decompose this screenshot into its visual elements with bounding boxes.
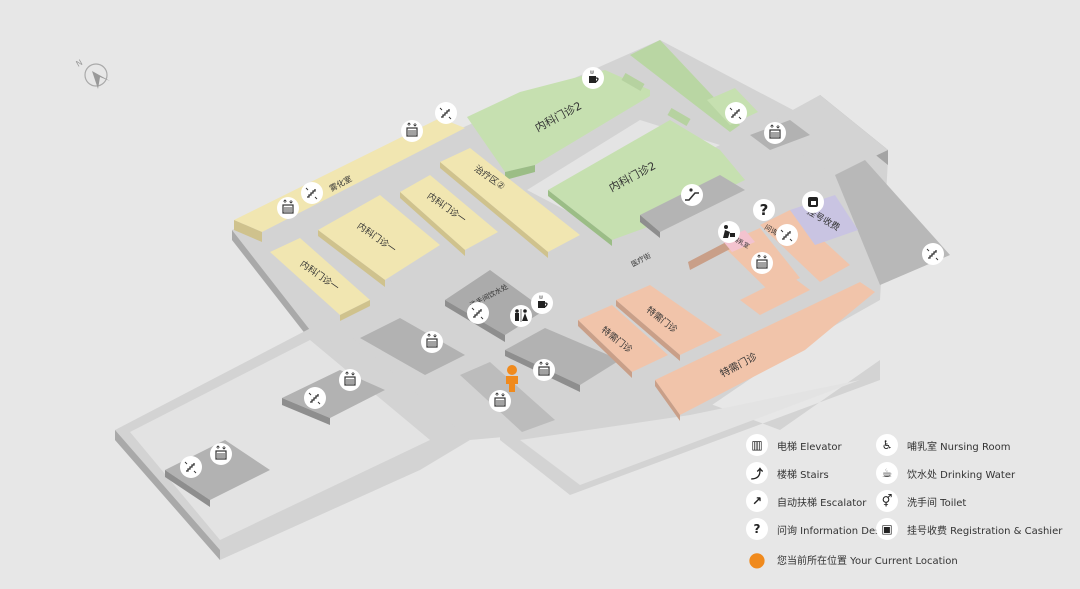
- legend-item-elevator: ▥ 电梯 Elevator: [746, 434, 842, 456]
- legend-label: 自动扶梯 Escalator: [777, 497, 867, 509]
- legend-label: 哺乳室 Nursing Room: [907, 441, 1011, 453]
- nurse-station-green-2: [667, 108, 691, 126]
- stairs-icon[interactable]: [300, 181, 324, 205]
- registration-icon: ▣: [876, 518, 898, 540]
- stairs-icon[interactable]: [466, 301, 490, 325]
- elevator-icon[interactable]: [209, 442, 233, 466]
- nurse-station-green-1: [621, 73, 645, 91]
- elevator-icon[interactable]: [763, 121, 787, 145]
- stairs-icon[interactable]: [303, 386, 327, 410]
- legend-item-escalator: ↗ 自动扶梯 Escalator: [746, 490, 866, 512]
- stairs-icon[interactable]: [724, 101, 748, 125]
- legend-label: 问询 Information Desk: [777, 525, 887, 537]
- stairs-icon[interactable]: [434, 101, 458, 125]
- water-icon: ☕: [876, 462, 898, 484]
- zone-internal-1-a[interactable]: 内科门诊一: [318, 195, 440, 287]
- zone-internal-2-north[interactable]: 内科门诊2: [467, 70, 650, 180]
- zone-special-1[interactable]: 特需门诊: [578, 305, 668, 378]
- zone-internal-2-south[interactable]: 内科门诊2: [548, 120, 745, 246]
- elevator-icon[interactable]: [276, 196, 300, 220]
- legend-item-registration: ▣ 挂号收费 Registration & Cashier: [876, 518, 1062, 540]
- nursing-room-icon: ♿: [876, 434, 898, 456]
- stairs-icon[interactable]: [179, 455, 203, 479]
- elevator-icon: ▥: [746, 434, 768, 456]
- legend-item-toilet: ⚥ 洗手间 Toilet: [876, 490, 966, 512]
- elevator-icon[interactable]: [532, 358, 556, 382]
- escalator-icon[interactable]: [680, 183, 704, 207]
- zone-internal-1-b[interactable]: 内科门诊一: [400, 175, 498, 256]
- stairs-icon[interactable]: [775, 223, 799, 247]
- atrium: [835, 160, 950, 285]
- toilet-icon[interactable]: [509, 304, 533, 328]
- legend-item-nursing: ♿ 哺乳室 Nursing Room: [876, 434, 1010, 456]
- legend-item-stairs: ⤴ 楼梯 Stairs: [746, 462, 829, 484]
- elevator-icon[interactable]: [420, 330, 444, 354]
- elevator-icon[interactable]: [488, 389, 512, 413]
- registration-icon[interactable]: [802, 191, 824, 213]
- legend-item-water: ☕ 饮水处 Drinking Water: [876, 462, 1015, 484]
- stairs-icon[interactable]: [921, 242, 945, 266]
- legend-item-info: ? 问询 Information Desk: [746, 518, 886, 540]
- person-pin-icon: ●: [748, 547, 766, 571]
- current-location-pin-icon: [506, 365, 518, 392]
- info-icon: ?: [746, 518, 768, 540]
- elevator-icon[interactable]: [750, 251, 774, 275]
- zone-treatment-2[interactable]: 治疗区②: [440, 148, 580, 258]
- legend-label: 电梯 Elevator: [777, 441, 842, 453]
- legend-label: 饮水处 Drinking Water: [907, 469, 1016, 481]
- nursing-room-icon[interactable]: [718, 221, 740, 243]
- info-icon[interactable]: [753, 199, 775, 221]
- legend-label: 挂号收费 Registration & Cashier: [907, 525, 1063, 537]
- legend-label: 您当前所在位置 Your Current Location: [777, 555, 958, 567]
- elevator-icon[interactable]: [338, 368, 362, 392]
- zone-special-3[interactable]: 特需门诊: [655, 282, 875, 421]
- north-compass-icon: N: [75, 58, 110, 89]
- legend-label: 洗手间 Toilet: [907, 497, 967, 509]
- legend-item-current-location: ● 您当前所在位置 Your Current Location: [746, 547, 958, 571]
- water-icon[interactable]: [530, 291, 554, 315]
- svg-text:N: N: [75, 58, 85, 69]
- escalator-icon: ↗: [746, 490, 768, 512]
- water-icon[interactable]: [581, 66, 605, 90]
- map-legend: ▥ 电梯 Elevator ⤴ 楼梯 Stairs ↗ 自动扶梯 Escalat…: [742, 432, 1072, 582]
- toilet-icon: ⚥: [876, 490, 898, 512]
- elevator-icon[interactable]: [400, 119, 424, 143]
- legend-label: 楼梯 Stairs: [777, 469, 829, 481]
- zone-special-2[interactable]: 特需门诊: [616, 285, 722, 361]
- stairs-icon: ⤴: [746, 462, 768, 484]
